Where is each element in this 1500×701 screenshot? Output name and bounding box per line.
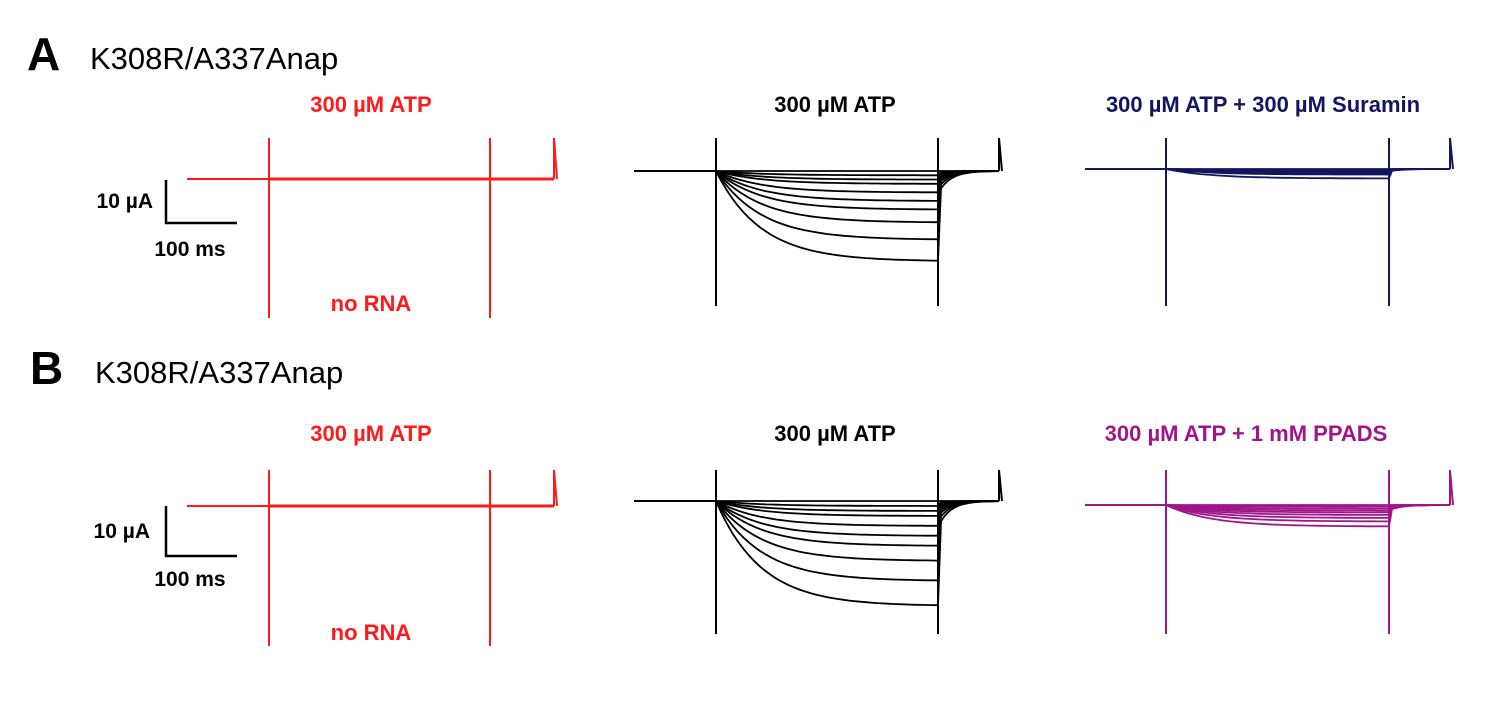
panel-b-scale-bar bbox=[164, 506, 237, 558]
trace-1-1-end-spike bbox=[998, 469, 1003, 502]
panel-a-black-title: 300 µM ATP bbox=[774, 92, 895, 117]
trace-1-1-sweep-8 bbox=[715, 500, 1000, 582]
panel-b-red-sublabel: no RNA bbox=[331, 620, 412, 645]
panel-b-purple-title: 300 µM ATP + 1 mM PPADS bbox=[1105, 421, 1388, 446]
trace-1-2-sweep-8 bbox=[1165, 504, 1450, 528]
trace-1-1-sweep-9 bbox=[715, 500, 999, 607]
panel-a-red-title: 300 µM ATP bbox=[310, 92, 431, 117]
panel-a-construct: K308R/A337Anap bbox=[90, 41, 338, 76]
current-traces bbox=[187, 137, 1454, 646]
panel-a-scale-bar bbox=[164, 180, 237, 225]
panel-a-red-sublabel: no RNA bbox=[331, 291, 412, 316]
panel-b-red-title: 300 µM ATP bbox=[310, 421, 431, 446]
panel-a-scale-current: 10 µA bbox=[97, 190, 153, 213]
panel-b-letter: B bbox=[30, 342, 63, 394]
panel-b-construct: K308R/A337Anap bbox=[95, 355, 343, 390]
panel-b-black-title: 300 µM ATP bbox=[774, 421, 895, 446]
trace-0-1-end-spike bbox=[998, 137, 1003, 172]
trace-0-2-sweep-7 bbox=[1165, 168, 1450, 180]
panel-b-scale-current: 10 µA bbox=[94, 520, 150, 543]
trace-1-2-end-spike bbox=[1449, 469, 1454, 506]
panel-b-scale-time: 100 ms bbox=[154, 568, 225, 591]
trace-0-1-sweep-8 bbox=[715, 170, 999, 241]
panel-a-blue-title: 300 µM ATP + 300 µM Suramin bbox=[1106, 92, 1420, 117]
trace-0-0-end-spike bbox=[553, 137, 558, 180]
panel-a-letter: A bbox=[27, 28, 60, 80]
trace-0-1-sweep-9 bbox=[715, 170, 1000, 262]
trace-1-0-end-spike bbox=[553, 469, 558, 507]
trace-0-2-end-spike bbox=[1449, 137, 1454, 170]
panel-a-scale-time: 100 ms bbox=[154, 238, 225, 261]
